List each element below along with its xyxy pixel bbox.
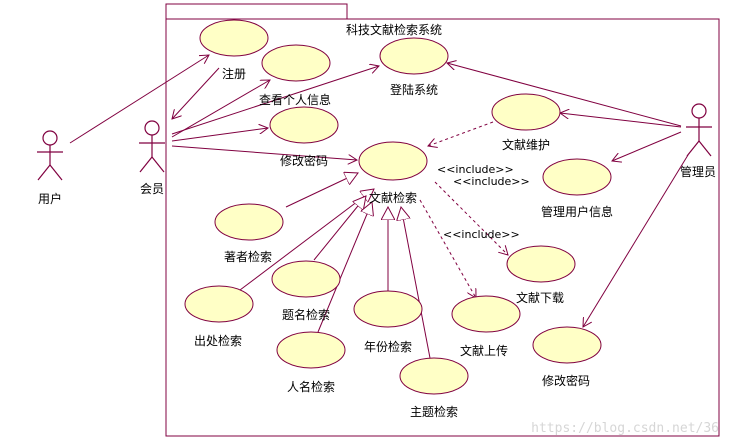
actor-admin-leg-right bbox=[698, 140, 712, 157]
use-case-manage-user-info-shape[interactable] bbox=[542, 158, 612, 196]
assoc-admin-manage-users bbox=[612, 131, 682, 161]
actor-admin-label: 管理员 bbox=[680, 164, 716, 179]
use-case-person-search-label: 人名检索 bbox=[287, 379, 335, 394]
include-label-3: <<include>> bbox=[443, 228, 520, 241]
actor-admin-head bbox=[691, 103, 707, 119]
actor-user[interactable]: 用户 bbox=[37, 130, 63, 206]
actor-member-head bbox=[144, 120, 160, 136]
include-label-2: <<include>> bbox=[453, 175, 530, 188]
use-case-register-shape[interactable] bbox=[199, 19, 269, 57]
assoc-admin-change-pwd bbox=[583, 154, 689, 327]
include-dependencies: <<include>> <<include>> <<include>> bbox=[419, 121, 530, 298]
assoc-register-member bbox=[172, 67, 220, 119]
actor-admin[interactable]: 管理员 bbox=[680, 103, 716, 179]
assoc-user-register bbox=[69, 55, 209, 144]
system-box bbox=[165, 18, 720, 437]
actor-user-leg-left bbox=[37, 164, 51, 181]
use-case-author-search[interactable]: 著者检索 bbox=[214, 203, 284, 264]
use-case-login-label: 登陆系统 bbox=[390, 82, 438, 97]
use-case-change-password-member-shape[interactable] bbox=[269, 106, 339, 144]
use-case-doc-upload[interactable]: 文献上传 bbox=[451, 295, 521, 358]
actor-member-leg-right bbox=[151, 156, 165, 173]
use-case-register[interactable]: 注册 bbox=[199, 19, 269, 81]
use-case-title-search-label: 题名检索 bbox=[282, 307, 330, 322]
use-case-doc-upload-label: 文献上传 bbox=[460, 343, 508, 358]
use-case-source-search-label: 出处检索 bbox=[194, 333, 242, 348]
use-case-doc-download[interactable]: 文献下载 bbox=[506, 245, 576, 305]
watermark-text: https://blog.csdn.net/36 bbox=[531, 421, 719, 436]
use-case-author-search-shape[interactable] bbox=[214, 203, 284, 241]
use-case-subject-search[interactable]: 主题检索 bbox=[399, 357, 469, 419]
use-case-doc-maintain[interactable]: 文献维护 bbox=[491, 93, 561, 152]
assoc-member-login bbox=[171, 66, 379, 135]
use-case-view-personal-info-label: 查看个人信息 bbox=[259, 92, 331, 107]
dep-search-upload bbox=[419, 199, 476, 298]
gen-subject-search bbox=[401, 207, 431, 359]
use-case-doc-search-label: 文献检索 bbox=[369, 190, 417, 205]
use-case-login[interactable]: 登陆系统 bbox=[379, 37, 449, 97]
gen-source-search bbox=[239, 189, 374, 291]
use-case-doc-maintain-label: 文献维护 bbox=[502, 137, 550, 152]
use-case-year-search-shape[interactable] bbox=[353, 290, 423, 328]
actor-admin-leg-left bbox=[686, 140, 700, 157]
use-case-doc-search-shape[interactable] bbox=[358, 141, 428, 181]
generalizations bbox=[239, 173, 431, 359]
use-case-login-shape[interactable] bbox=[379, 37, 449, 75]
actor-member-leg-left bbox=[139, 156, 153, 173]
use-case-subject-search-label: 主题检索 bbox=[410, 404, 458, 419]
use-case-subject-search-shape[interactable] bbox=[399, 357, 469, 395]
use-case-doc-maintain-shape[interactable] bbox=[491, 93, 561, 131]
use-case-doc-upload-shape[interactable] bbox=[451, 295, 521, 333]
use-case-manage-user-info[interactable]: 管理用户信息 bbox=[541, 158, 613, 219]
use-case-author-search-label: 著者检索 bbox=[224, 249, 272, 264]
use-case-register-label: 注册 bbox=[222, 66, 246, 81]
use-case-year-search[interactable]: 年份检索 bbox=[353, 290, 423, 354]
use-case-change-password-admin-label: 修改密码 bbox=[542, 373, 590, 388]
assoc-member-view-info bbox=[171, 80, 270, 138]
actor-user-label: 用户 bbox=[38, 191, 62, 206]
use-case-source-search-shape[interactable] bbox=[184, 285, 254, 323]
dep-search-download bbox=[434, 181, 508, 255]
use-case-change-password-admin[interactable]: 修改密码 bbox=[532, 326, 602, 388]
use-case-year-search-label: 年份检索 bbox=[364, 339, 412, 354]
use-case-title-search-shape[interactable] bbox=[271, 260, 341, 298]
assoc-admin-login bbox=[447, 63, 682, 127]
use-case-source-search[interactable]: 出处检索 bbox=[184, 285, 254, 348]
assoc-member-doc-search bbox=[171, 145, 357, 160]
gen-person-search bbox=[317, 202, 372, 333]
use-case-view-personal-info[interactable]: 查看个人信息 bbox=[259, 44, 331, 107]
actor-member-label: 会员 bbox=[140, 182, 164, 196]
use-case-doc-search[interactable]: 文献检索 bbox=[358, 141, 428, 205]
actor-user-leg-right bbox=[49, 164, 63, 181]
assoc-admin-doc-maintain bbox=[560, 113, 682, 128]
assoc-member-change-pwd bbox=[171, 128, 268, 142]
gen-author-search bbox=[285, 173, 358, 208]
dep-maintain-search bbox=[428, 121, 494, 146]
use-case-person-search[interactable]: 人名检索 bbox=[276, 331, 346, 394]
gen-title-search bbox=[313, 196, 366, 261]
use-case-change-password-member[interactable]: 修改密码 bbox=[269, 106, 339, 168]
system-title: 科技文献检索系统 bbox=[346, 22, 442, 37]
use-case-manage-user-info-label: 管理用户信息 bbox=[541, 204, 613, 219]
actor-user-head bbox=[42, 130, 58, 146]
actor-member[interactable]: 会员 bbox=[139, 120, 165, 196]
system-boundary: 科技文献检索系统 bbox=[165, 3, 720, 437]
include-label-1: <<include>> bbox=[437, 163, 514, 176]
use-case-person-search-shape[interactable] bbox=[276, 331, 346, 369]
use-case-doc-download-label: 文献下载 bbox=[516, 290, 564, 305]
use-case-title-search[interactable]: 题名检索 bbox=[271, 260, 341, 322]
use-case-view-personal-info-shape[interactable] bbox=[261, 44, 331, 82]
use-case-doc-download-shape[interactable] bbox=[506, 245, 576, 283]
associations bbox=[69, 55, 689, 327]
system-tab bbox=[165, 3, 348, 20]
use-case-change-password-member-label: 修改密码 bbox=[280, 153, 328, 168]
use-case-change-password-admin-shape[interactable] bbox=[532, 326, 602, 364]
